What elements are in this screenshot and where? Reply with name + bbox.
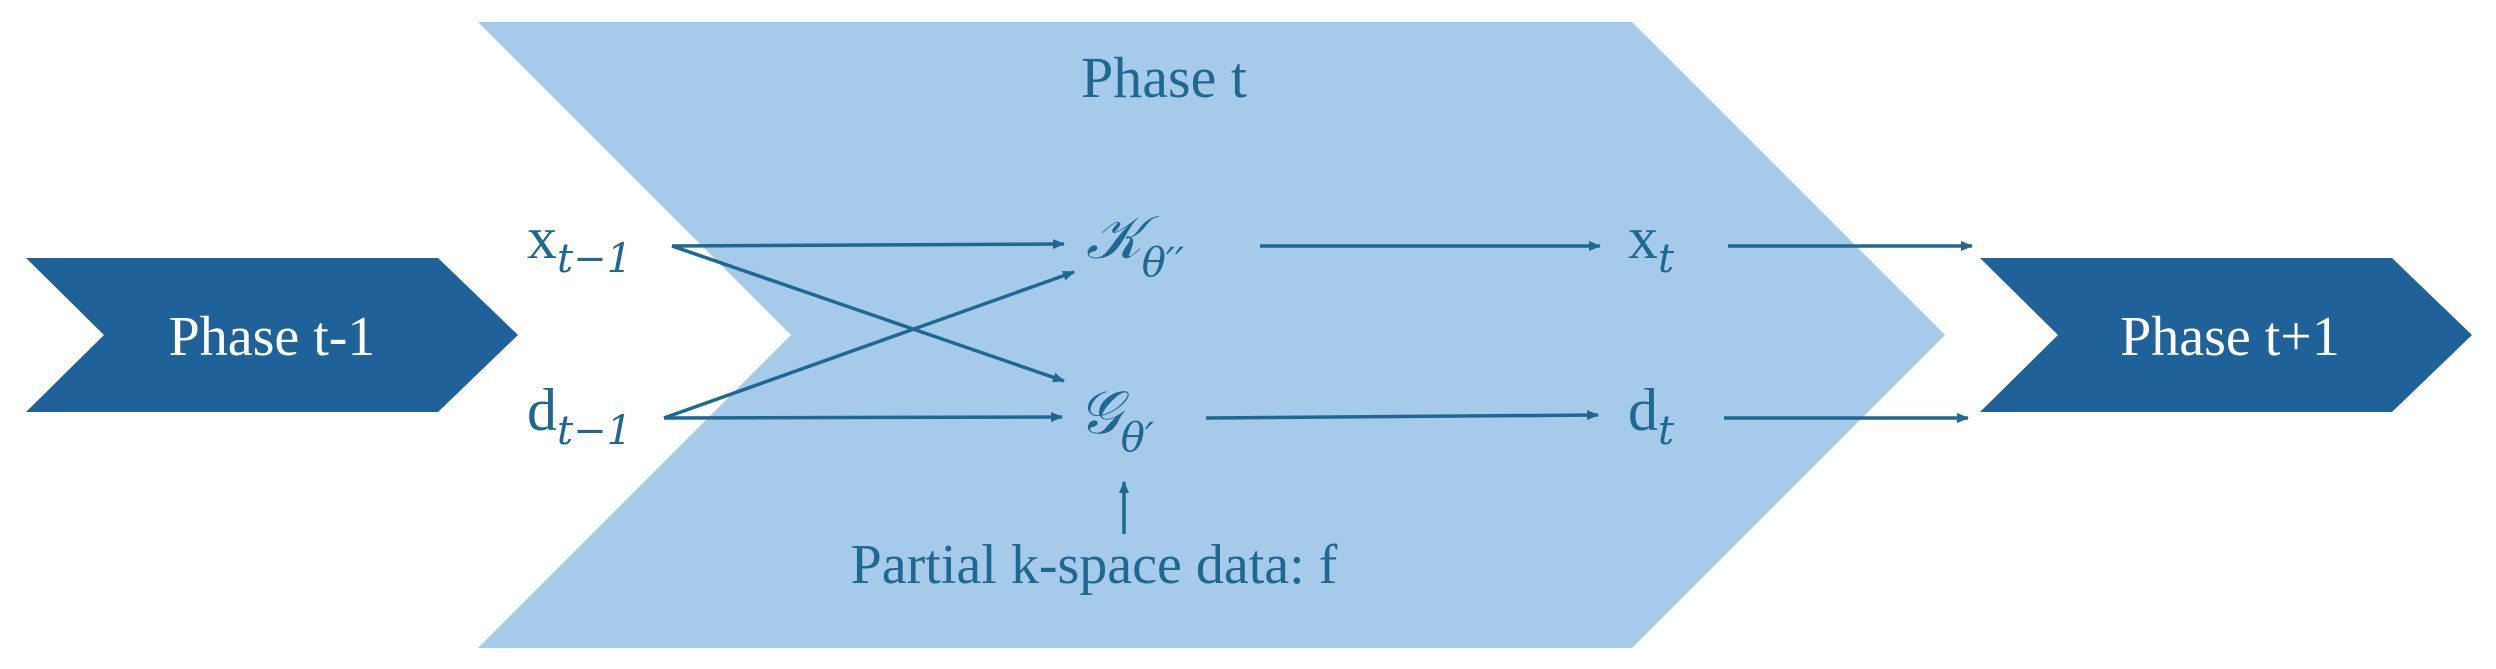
arrow-x-prev-to-k — [671, 239, 1065, 250]
phase-prev-label: Phase t-1 — [169, 306, 376, 368]
phase-prev-chevron — [26, 258, 518, 412]
k-operator-label: 𝒦θ′′ — [1086, 203, 1184, 286]
phase-t-chevron — [478, 22, 1945, 648]
d-prev-label: dt−1 — [527, 377, 632, 454]
measurement-label: Partial k-space data: f — [851, 534, 1338, 596]
x-t-label: xt — [1628, 205, 1675, 282]
arrow-g-to-d-t — [1205, 410, 1599, 421]
arrow-d-prev-to-g — [663, 412, 1063, 423]
arrow-x-prev-to-g — [671, 244, 1065, 383]
arrows — [663, 239, 1973, 534]
phase-next-label: Phase t+1 — [2120, 306, 2340, 368]
x-prev-label: xt−1 — [527, 205, 632, 282]
arrow-d-prev-to-k — [663, 270, 1075, 420]
phase-next-chevron — [1980, 258, 2472, 412]
d-t-label: dt — [1628, 377, 1675, 454]
phase-t-title: Phase t — [1081, 45, 1247, 110]
